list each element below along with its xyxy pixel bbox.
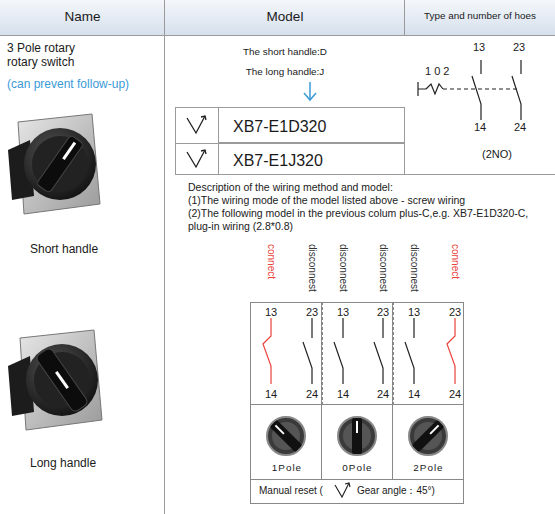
node-text: XB7-E1J320 (233, 151, 323, 170)
model-row: XB7-E1D320 (218, 107, 405, 143)
node-text: 13 (337, 306, 349, 319)
node-text: 13 (408, 306, 420, 319)
state-label: connect (449, 244, 461, 279)
node-text: 0Pole (322, 462, 393, 474)
node-text: Long handle (30, 456, 96, 470)
state-label: connect (265, 244, 277, 279)
switch-symbol (418, 60, 521, 120)
node-text: 13 (265, 306, 277, 319)
state-label: disconnest (306, 244, 318, 292)
position-cell: 0Pole (322, 405, 393, 480)
node-text: Description of the wiring method and mod… (188, 181, 393, 194)
reset-symbol (187, 116, 206, 167)
node-text: 14 (265, 388, 277, 401)
down-arrow (304, 82, 316, 100)
state-label: disconnest (377, 244, 389, 292)
model-cell: The short handle:D The long handle:J (165, 36, 405, 107)
node-text: 24 (449, 388, 461, 401)
node-text: Type and number of hoes (405, 10, 555, 22)
description-cell: Description of the wiring method and mod… (165, 175, 555, 514)
name-cell: 3 Pole rotary rotary switch (can prevent … (0, 36, 165, 514)
contact-lines (263, 318, 455, 384)
short-handle-photo (8, 114, 100, 214)
node-text: 23 (377, 306, 389, 319)
node-text: 24 (514, 121, 526, 134)
node-text: 1 0 2 (425, 65, 449, 78)
node-text: 14 (408, 388, 420, 401)
node-text: 24 (306, 388, 318, 401)
node-text: 23 (306, 306, 318, 319)
wiring-panel: 13 23 14 24 (322, 302, 393, 405)
position-cell: 1Pole (250, 405, 322, 480)
node-text: (2NO) (482, 148, 512, 161)
node-text: Model (165, 9, 405, 25)
node-text: 14 (474, 121, 486, 134)
node-text: Manual reset ( (259, 485, 323, 497)
position-cell: 2Pole (393, 405, 464, 480)
header-cell: Type and number of hoes (405, 0, 555, 36)
reset-symbol-cells (176, 108, 219, 175)
note-box: Manual reset ( Gear angle：45°) (250, 480, 464, 504)
header-cell: Name (0, 0, 165, 36)
reset-symbol-small (335, 483, 350, 497)
node-text: 23 (513, 41, 525, 54)
model-row: XB7-E1J320 (218, 143, 405, 175)
node-text: 14 (337, 388, 349, 401)
node-text: Name (0, 9, 165, 25)
node-text: 23 (449, 306, 461, 319)
node-text: 2Pole (393, 462, 464, 474)
node-text: (2)The following model in the previous c… (188, 207, 548, 232)
node-text: (1)The wiring mode of the model listed a… (188, 194, 465, 207)
wiring-panel: 13 23 14 24 (393, 302, 464, 405)
node-text: The short handle:D (165, 46, 405, 58)
header-cell: Model (165, 0, 405, 36)
long-handle-photo (8, 330, 102, 430)
node-text: XB7-E1D320 (233, 117, 326, 136)
node-text: 1Pole (251, 462, 323, 474)
node-text: Gear angle：45°) (357, 485, 435, 497)
node-text: 24 (377, 388, 389, 401)
node-text: 13 (473, 41, 485, 54)
state-label: disconnest (337, 244, 349, 292)
symbol-cell: 13 23 1 0 2 14 24 (2NO) (405, 36, 555, 175)
wiring-panel: 13 23 14 24 (250, 302, 322, 405)
knob-icons (259, 409, 455, 463)
state-label: disconnest (408, 244, 420, 292)
node-text: The long handle:J (165, 66, 405, 78)
node-text: (can prevent follow-up) (7, 77, 129, 91)
node-text: Short handle (30, 242, 98, 256)
node-text: 3 Pole rotary rotary switch (7, 41, 103, 70)
